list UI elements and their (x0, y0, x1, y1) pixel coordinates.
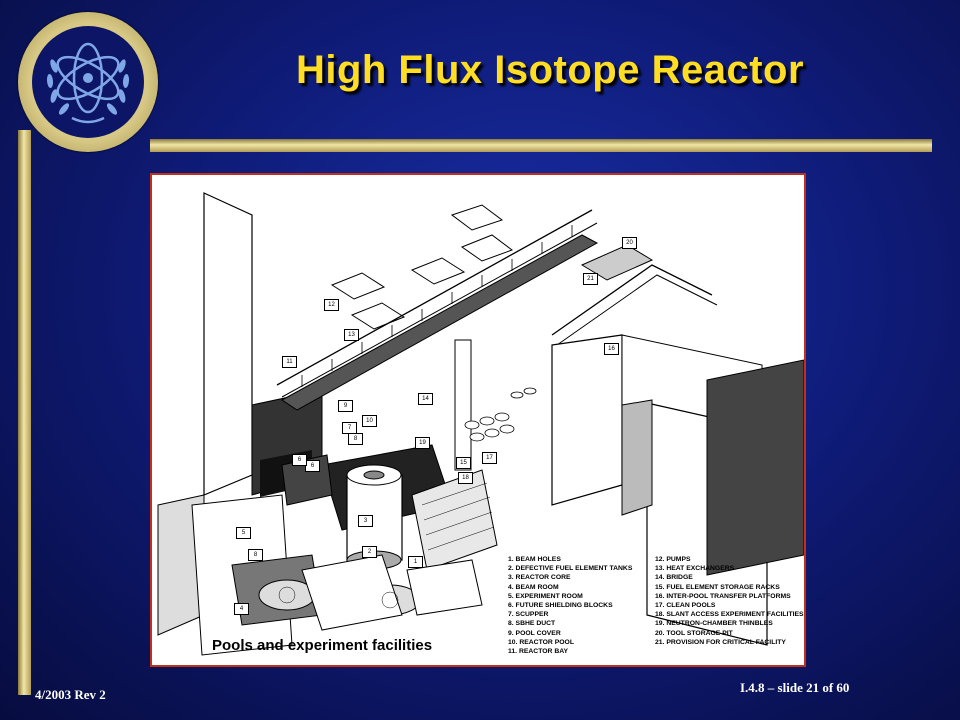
figure-callout: 14 (418, 393, 433, 405)
legend-item: 13. HEAT EXCHANGERS (655, 565, 735, 573)
figure-callout: 17 (482, 452, 497, 464)
figure-callout: 3 (358, 515, 373, 527)
footer-date: 4/2003 Rev 2 (35, 687, 106, 702)
figure-callout: 18 (458, 472, 473, 484)
legend-item: 6. FUTURE SHIELDING BLOCKS (508, 602, 613, 610)
legend-item: 18. SLANT ACCESS EXPERIMENT FACILITIES (655, 611, 804, 619)
legend-left-column: 1. BEAM HOLES 2. DEFECTIVE FUEL ELEMENT … (508, 555, 632, 656)
legend-item: 17. CLEAN POOLS (655, 602, 716, 610)
figure-callout: 19 (415, 437, 430, 449)
figure-callout: 6 (305, 460, 320, 472)
legend-item: 15. FUEL ELEMENT STORAGE RACKS (655, 583, 780, 591)
figure-callout: 2 (362, 546, 377, 558)
gold-frame-horizontal (150, 139, 932, 152)
legend-item: 7. SCUPPER (508, 611, 549, 619)
legend-right-column: 12. PUMPS 13. HEAT EXCHANGERS 14. BRIDGE… (655, 555, 804, 647)
figure-callout: 1 (408, 556, 423, 568)
legend-item: 20. TOOL STORAGE PIT (655, 629, 733, 637)
gold-frame-vertical (18, 130, 31, 695)
reactor-figure: 20 21 12 13 16 11 14 9 10 7 8 19 15 17 1… (150, 173, 806, 667)
atom-olive-wreath-icon (46, 42, 130, 124)
figure-callout: 8 (348, 433, 363, 445)
legend-item: 2. DEFECTIVE FUEL ELEMENT TANKS (508, 565, 633, 573)
figure-callout: 16 (604, 343, 619, 355)
slide-title: High Flux Isotope Reactor (295, 48, 805, 92)
figure-callout: 12 (324, 299, 339, 311)
legend-item: 14. BRIDGE (655, 574, 693, 582)
legend-item: 12. PUMPS (655, 556, 691, 563)
figure-callout: 11 (282, 356, 297, 368)
reactor-cutaway-illustration (157, 192, 804, 656)
legend-item: 5. EXPERIMENT ROOM (508, 592, 583, 600)
figure-callout: 6 (292, 454, 307, 466)
legend-item: 10. REACTOR POOL (508, 638, 574, 646)
figure-caption: Pools and experiment facilities (212, 637, 433, 654)
legend-item: 3. REACTOR CORE (508, 574, 571, 582)
figure-callout: 5 (236, 527, 251, 539)
legend-item: 19. NEUTRON-CHAMBER THINBLES (655, 620, 773, 628)
figure-callout: 8 (248, 549, 263, 561)
figure-callout: 21 (583, 273, 598, 285)
legend-item: 16. INTER-POOL TRANSFER PLATFORMS (655, 592, 791, 600)
footer-slide-number: I.4.8 – slide 21 of 60 (740, 680, 850, 695)
legend-item: 9. POOL COVER (508, 629, 561, 637)
figure-callout: 9 (338, 400, 353, 412)
legend-item: 4. BEAM ROOM (508, 583, 559, 591)
figure-callout: 13 (344, 329, 359, 341)
legend-item: 1. BEAM HOLES (508, 556, 561, 563)
legend-item: 11. REACTOR BAY (508, 648, 569, 656)
legend-item: 21. PROVISION FOR CRITICAL FACILITY (655, 638, 786, 646)
legend-item: 8. SBHE DUCT (508, 620, 556, 628)
logo-emblem (18, 12, 158, 152)
figure-callout: 4 (234, 603, 249, 615)
figure-callout: 10 (362, 415, 377, 427)
figure-callout: 20 (622, 237, 637, 249)
figure-callout: 15 (456, 457, 471, 469)
